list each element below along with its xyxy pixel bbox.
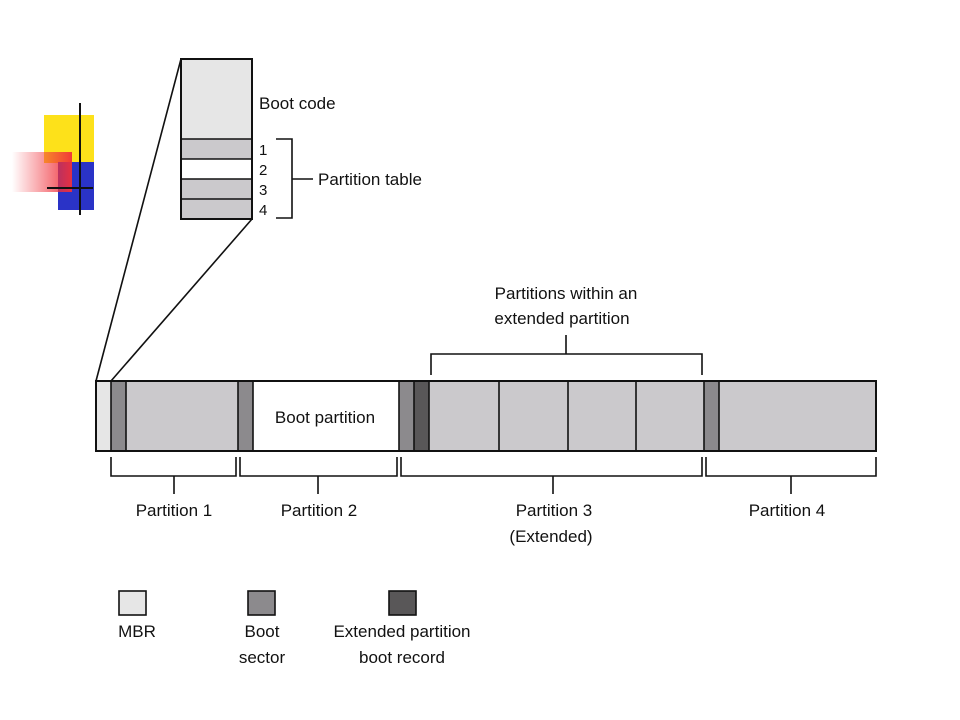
boot-partition-label: Boot partition — [275, 408, 375, 427]
extended-brace — [430, 335, 703, 375]
disk-bar-dividers — [110, 381, 720, 451]
zoom-line-left — [95, 58, 182, 382]
zoom-line-right — [110, 218, 253, 382]
entry-number-4: 4 — [259, 202, 267, 219]
partition-4-bracket — [705, 457, 877, 494]
extended-brace-label-line-2: extended partition — [494, 309, 629, 328]
legend-boot-sector-swatch — [247, 590, 276, 616]
entry-number-1: 1 — [259, 142, 267, 159]
mbr-detail: Boot code 1 2 3 4 Partition table — [95, 58, 422, 382]
legend-mbr-swatch — [118, 590, 147, 616]
partition-1-label: Partition 1 — [136, 501, 213, 520]
disk-bar: Boot partition — [95, 380, 877, 452]
legend-ext-boot-record-swatch — [388, 590, 417, 616]
partition-3-bracket — [400, 457, 703, 494]
boot-partition-segment — [253, 381, 399, 451]
disk-bar-outline — [95, 380, 877, 452]
extended-partition-brace: Partitions within an extended partition — [430, 284, 703, 375]
mbr-segment — [96, 381, 111, 451]
legend: MBR Boot sector Extended partition boot … — [118, 590, 471, 667]
partition-brackets: Partition 1 Partition 2 Partition 3 (Ext… — [110, 457, 877, 546]
legend-boot-sector-label-line-2: sector — [239, 648, 286, 667]
mbr-entry-4 — [181, 199, 252, 219]
mbr-entry-2 — [181, 159, 252, 179]
entry-number-2: 2 — [259, 162, 267, 179]
boot-code-label: Boot code — [259, 94, 336, 113]
boot-sector-p3 — [399, 381, 414, 451]
boot-sector-p2 — [238, 381, 253, 451]
logo-red-fade — [12, 152, 72, 192]
mbr-boot-code-area — [181, 59, 252, 139]
partition-4-segment — [719, 381, 876, 451]
boot-sector-p1 — [111, 381, 126, 451]
partition-2-bracket — [239, 457, 398, 494]
boot-sector-p4 — [704, 381, 719, 451]
legend-mbr-label: MBR — [118, 622, 156, 641]
partition-table-label: Partition table — [318, 170, 422, 189]
logical-partition-3 — [568, 381, 636, 451]
extended-brace-label-line-1: Partitions within an — [495, 284, 638, 303]
partition-1-bracket — [110, 457, 237, 494]
partition-1-segment — [126, 381, 238, 451]
logical-partition-4 — [636, 381, 704, 451]
partition-table-bracket — [276, 138, 313, 219]
legend-boot-sector-label-line-1: Boot — [245, 622, 280, 641]
logical-partition-2 — [499, 381, 568, 451]
legend-ext-boot-record-label-line-2: boot record — [359, 648, 445, 667]
partition-3-sublabel: (Extended) — [509, 527, 592, 546]
slide-logo — [12, 103, 94, 215]
legend-ext-boot-record-label-line-1: Extended partition — [333, 622, 470, 641]
mbr-entry-3 — [181, 179, 252, 199]
entry-number-3: 3 — [259, 182, 267, 199]
mbr-entry-1 — [181, 139, 252, 159]
partition-2-label: Partition 2 — [281, 501, 358, 520]
partition-3-label: Partition 3 — [516, 501, 593, 520]
ext-boot-record-1 — [414, 381, 429, 451]
partition-4-label: Partition 4 — [749, 501, 826, 520]
logical-partition-1 — [429, 381, 499, 451]
